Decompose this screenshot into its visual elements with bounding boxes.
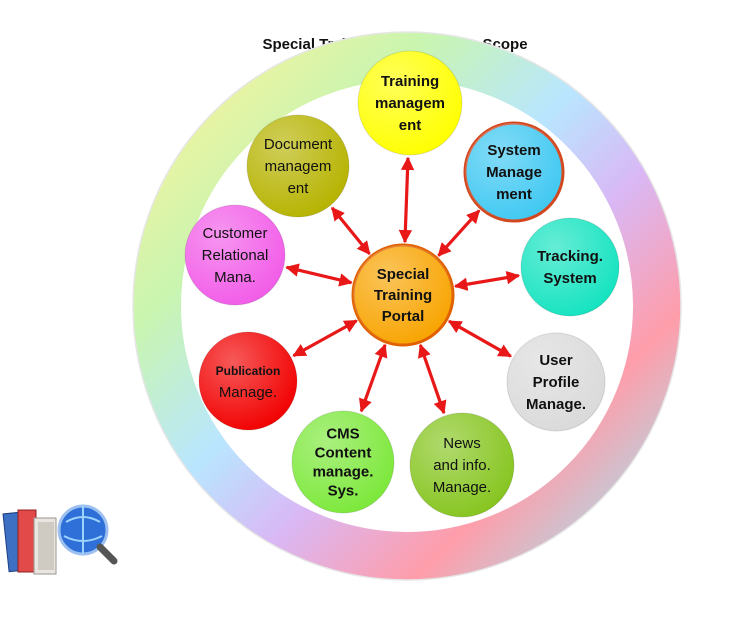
- node-gloss: [507, 333, 605, 431]
- node-label-line: Profile: [533, 374, 580, 391]
- center-node-line: Special: [377, 266, 430, 283]
- node-label-line: Tracking.: [537, 248, 603, 265]
- node-label-line: ent: [399, 117, 422, 134]
- node-cms[interactable]: CMS Content manage. Sys.: [291, 410, 395, 514]
- node-news[interactable]: News and info. Manage.: [409, 412, 515, 518]
- node-label-line: manage.: [313, 464, 374, 481]
- node-label-cms: CMS Content manage. Sys.: [313, 426, 374, 500]
- books-with-magnifier-icon: [2, 504, 118, 575]
- arrow-to-cms: [359, 343, 388, 413]
- node-label-line: System: [487, 142, 540, 159]
- node-label-line: CMS: [326, 426, 359, 443]
- node-label-line: managem: [375, 95, 445, 112]
- arrow-to-document: [330, 206, 371, 255]
- node-label-news: News and info. Manage.: [433, 435, 491, 496]
- node-gloss: [247, 115, 349, 217]
- node-label-line: Customer: [202, 225, 267, 242]
- node-document[interactable]: Document managem ent: [246, 114, 350, 218]
- node-label-line: News: [443, 435, 481, 452]
- node-gloss: [199, 332, 297, 430]
- center-node-line: Portal: [382, 308, 425, 325]
- node-gloss: [358, 51, 462, 155]
- node-gloss: [465, 123, 563, 221]
- node-label-line: Manage.: [526, 396, 586, 413]
- node-label-line: ment: [496, 186, 532, 203]
- node-label-line: Mana.: [214, 269, 256, 286]
- node-label-tracking: Tracking. System: [537, 248, 603, 287]
- node-gloss: [410, 413, 514, 517]
- node-label-line: Content: [315, 445, 372, 462]
- node-label-line: Relational: [202, 247, 269, 264]
- arrow-to-tracking: [453, 270, 521, 291]
- node-label-document: Document managem ent: [264, 136, 333, 197]
- connector-arrows: [285, 156, 521, 415]
- node-label-line: Manage.: [219, 384, 277, 401]
- arrow-to-system: [437, 209, 481, 257]
- node-label-line: ent: [288, 180, 310, 197]
- arrow-to-news: [417, 343, 447, 415]
- center-node-line: Training: [374, 287, 432, 304]
- node-tracking[interactable]: Tracking. System: [520, 217, 620, 317]
- node-label-line: and info.: [433, 457, 491, 474]
- node-label-line: System: [543, 270, 596, 287]
- outer-ring-edge: [132, 31, 682, 581]
- node-label-line: User: [539, 352, 573, 369]
- arrow-to-publication: [292, 319, 358, 358]
- arrow-to-training: [398, 156, 415, 244]
- node-gloss: [521, 218, 619, 316]
- node-training[interactable]: Training managem ent: [357, 50, 463, 156]
- node-gloss: [185, 205, 285, 305]
- node-label-training: Training managem ent: [375, 73, 445, 134]
- arrow-to-user-profile: [447, 319, 512, 358]
- node-label-line: Manage.: [433, 479, 491, 496]
- arrow-to-crm: [285, 263, 353, 287]
- node-label-line: Manage: [486, 164, 542, 181]
- node-label-line: Publication: [216, 364, 281, 378]
- node-label-line: managem: [265, 158, 332, 175]
- node-label-line: Sys.: [328, 483, 359, 500]
- node-gloss: [292, 411, 394, 513]
- node-label-line: Document: [264, 136, 333, 153]
- node-label-line: Training: [381, 73, 439, 90]
